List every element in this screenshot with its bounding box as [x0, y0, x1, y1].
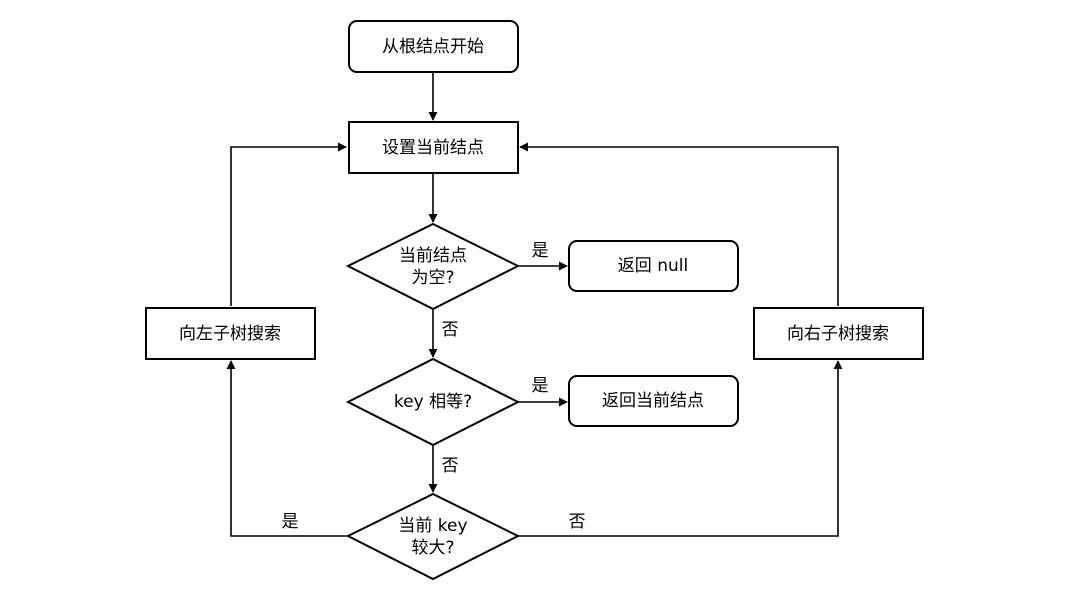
edges: [226, 72, 843, 537]
edge-left-loop: [230, 142, 347, 306]
edge-label-null-yes: 是: [532, 241, 549, 261]
node-key-equal: key 相等?: [345, 357, 521, 447]
edge-greater-yes: [226, 360, 348, 537]
node-return-current-label: 返回当前结点: [602, 391, 704, 411]
node-return-current: 返回当前结点: [568, 375, 739, 427]
node-set-current-label: 设置当前结点: [382, 138, 484, 158]
node-key-greater-line-2: 较大?: [411, 538, 454, 558]
node-return-null-label: 返回 null: [618, 256, 688, 276]
edge-label-equal-no: 否: [442, 456, 459, 476]
node-search-left-label: 向左子树搜索: [179, 324, 281, 344]
node-return-null: 返回 null: [568, 240, 739, 292]
edge-right-loop: [519, 142, 839, 306]
node-search-right: 向右子树搜索: [753, 307, 924, 360]
node-start-label: 从根结点开始: [382, 37, 484, 57]
node-is-null-line-2: 为空?: [411, 268, 454, 288]
node-is-null: 当前结点 为空?: [345, 222, 521, 311]
edge-label-equal-yes: 是: [532, 376, 549, 396]
node-key-greater: 当前 key 较大?: [345, 492, 521, 581]
node-search-left: 向左子树搜索: [145, 307, 316, 360]
node-set-current: 设置当前结点: [348, 121, 519, 174]
node-start: 从根结点开始: [348, 20, 519, 73]
node-is-null-line-1: 当前结点: [399, 246, 467, 266]
edge-label-null-no: 否: [442, 320, 459, 340]
node-search-right-label: 向右子树搜索: [787, 324, 889, 344]
edge-label-greater-yes: 是: [282, 512, 299, 532]
node-key-equal-label: key 相等?: [394, 392, 472, 412]
edge-greater-no: [518, 360, 843, 537]
node-key-greater-line-1: 当前 key: [398, 516, 467, 536]
edge-labels: 是 否 是 否 是 否: [282, 241, 586, 532]
edge-label-greater-no: 否: [569, 512, 586, 532]
